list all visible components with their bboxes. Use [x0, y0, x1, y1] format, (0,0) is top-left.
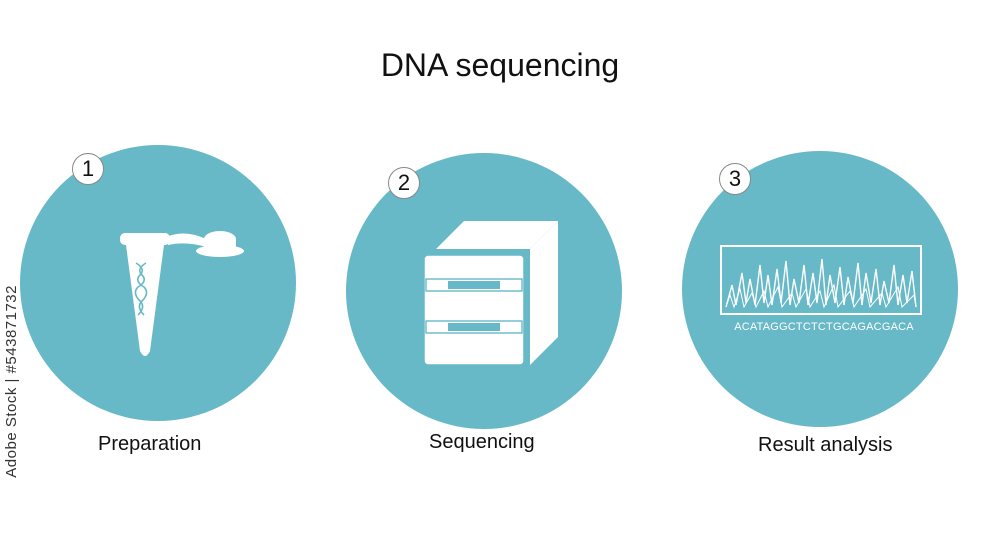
- chromatogram-icon: [720, 245, 922, 315]
- dna-sequence-text: ACATAGGCTCTCTGCAGACGACA: [734, 321, 914, 333]
- step-number-badge: 2: [388, 167, 420, 199]
- microcentrifuge-tube-icon: [120, 231, 244, 356]
- diagram-title: DNA sequencing: [380, 47, 620, 83]
- step-number-badge: 1: [72, 153, 104, 185]
- step-label: Sequencing: [429, 431, 535, 453]
- step-number-badge: 3: [719, 163, 751, 195]
- step-sequencing: 2 Sequencing: [336, 95, 636, 535]
- step-result-analysis: ACATAGGCTCTCTGCAGACGACA 3 Result analysi…: [672, 95, 972, 535]
- step-circle: [682, 151, 958, 427]
- step-preparation: 1 Preparation: [10, 95, 310, 535]
- sequencer-machine-icon: [423, 221, 558, 366]
- stock-watermark: Adobe Stock | #543871732: [3, 285, 20, 478]
- step-label: Preparation: [98, 433, 202, 455]
- step-label: Result analysis: [758, 434, 893, 456]
